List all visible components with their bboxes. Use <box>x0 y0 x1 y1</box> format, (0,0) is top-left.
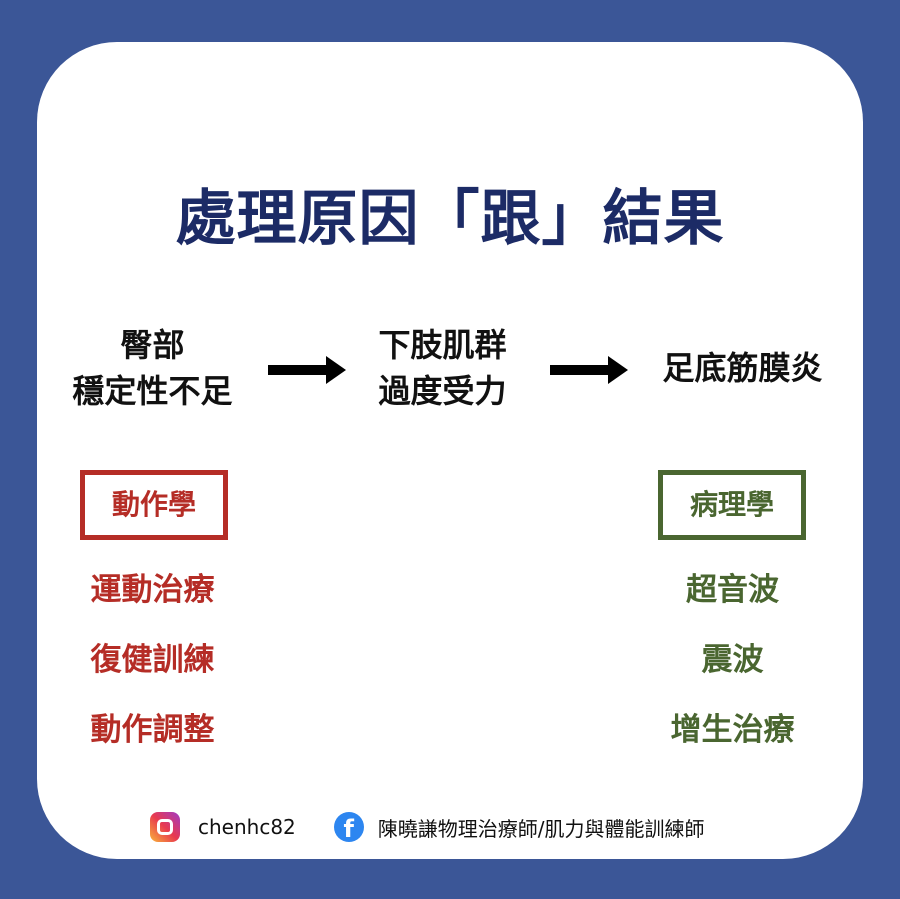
list-item: 超音波 <box>686 572 779 608</box>
list-item: 運動治療 <box>90 572 215 608</box>
flow-node-result: 足底筋膜炎 <box>640 345 845 391</box>
arrow-right-icon <box>550 356 628 384</box>
arrow-right-icon <box>268 356 346 384</box>
list-item: 增生治療 <box>670 712 795 748</box>
instagram-icon <box>150 812 180 842</box>
kinesiology-heading: 動作學 <box>80 470 228 540</box>
footer: chenhc82 f 陳曉謙物理治療師/肌力與體能訓練師 <box>150 812 705 843</box>
pathology-list: 超音波 震波 增生治療 <box>640 555 825 765</box>
flow-node-line: 下肢肌群 <box>378 326 507 364</box>
pathology-heading: 病理學 <box>658 470 806 540</box>
page-title: 處理原因「跟」結果 <box>175 184 725 254</box>
list-item: 復健訓練 <box>90 642 215 678</box>
flow-node-line: 穩定性不足 <box>72 372 233 410</box>
kinesiology-list: 運動治療 復健訓練 動作調整 <box>60 555 245 765</box>
flow-node-cause: 臀部 穩定性不足 <box>55 322 250 414</box>
instagram-handle: chenhc82 <box>198 815 296 839</box>
flow-node-overload: 下肢肌群 過度受力 <box>355 322 530 414</box>
flow-node-line: 足底筋膜炎 <box>662 349 823 387</box>
content-card <box>37 42 863 859</box>
list-item: 震波 <box>701 642 764 678</box>
list-item: 動作調整 <box>90 712 215 748</box>
flow-node-line: 臀部 <box>120 326 185 364</box>
flow-node-line: 過度受力 <box>378 372 507 410</box>
facebook-icon: f <box>333 812 364 843</box>
facebook-name: 陳曉謙物理治療師/肌力與體能訓練師 <box>377 816 705 841</box>
